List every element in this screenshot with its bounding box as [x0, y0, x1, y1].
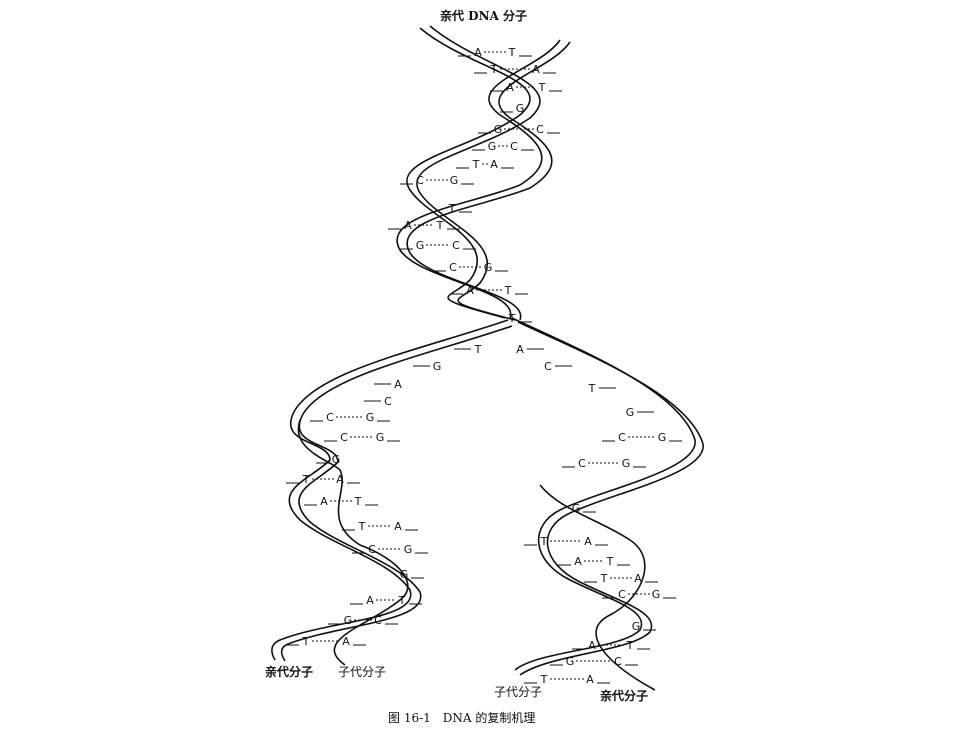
fork-left-pair-base-left: C	[340, 431, 348, 444]
parental-pair-base-right: A	[490, 158, 498, 171]
left-daughter-pair-base-left: A	[320, 495, 328, 508]
parental-pair-base-left: C	[416, 174, 424, 187]
fork-left-base: C	[384, 395, 392, 408]
parental-pair-base-left: T	[490, 63, 498, 76]
left-daughter-pair-base-right: A	[342, 635, 350, 648]
parental-pair-base-left: G	[416, 239, 425, 252]
right-daughter-pair-base-right: G	[572, 502, 581, 515]
right-daughter-pair-base-right: A	[584, 535, 592, 548]
left-daughter-pair-base-left: G	[332, 453, 341, 466]
left-daughter-pair-base-left: G	[344, 614, 353, 627]
parental-pair-base-right: T	[538, 81, 546, 94]
right-daughter-pair-base-left: T	[600, 572, 608, 585]
parental-pair-base-right: T	[436, 219, 444, 232]
parental-pair-base-right: T	[504, 284, 512, 297]
label-right-parent: 亲代分子	[600, 688, 648, 703]
left-daughter-pair-base-left: A	[366, 594, 374, 607]
left-daughter-pair-base-right: A	[336, 473, 344, 486]
parental-pair-base-left: A	[404, 219, 412, 232]
parental-pair-base-right: T	[508, 46, 516, 59]
parental-pair-base-left: G	[494, 123, 503, 136]
right-daughter-pair-base-right: A	[634, 572, 642, 585]
right-daughter-pair-base-right: C	[614, 655, 622, 668]
left-daughter-pair-base-left: T	[302, 473, 310, 486]
right-daughter-pair-base-left: G	[566, 655, 575, 668]
parental-strand-1b	[416, 25, 541, 321]
fork-right-pair-base-right: G	[658, 431, 667, 444]
parental-pair-base-left: C	[449, 261, 457, 274]
figure-caption: 图 16-1 DNA 的复制机理	[388, 710, 535, 725]
parental-helix	[396, 25, 571, 321]
right-daughter-pair-base-right: T	[626, 639, 634, 652]
parental-pair-base-right: T	[448, 202, 456, 215]
fork-right-base: A	[516, 343, 524, 356]
parental-pair-base-right: C	[452, 239, 460, 252]
left-daughter-pair-base-right: T	[398, 594, 406, 607]
left-old-strand	[271, 319, 509, 661]
parental-pair-base-right: A	[532, 63, 540, 76]
right-daughter-pair-base-right: G	[632, 620, 641, 633]
parental-pair-base-right: G	[450, 174, 459, 187]
label-right-daughter: 子代分子	[494, 685, 542, 699]
parental-pair-base-left: A	[466, 284, 474, 297]
right-daughter-pair-base-left: A	[588, 639, 596, 652]
parental-pair-base-left: A	[506, 81, 514, 94]
fork-left-base: A	[394, 378, 402, 391]
left-daughter-pair-base-left: T	[302, 635, 310, 648]
fork-right-base: T	[588, 382, 596, 395]
parental-pair-base-left: G	[516, 102, 525, 115]
right-daughter-pair-base-right: A	[586, 673, 594, 686]
fork-right-pair-base-right: G	[622, 457, 631, 470]
parental-pair-base-right: G	[484, 261, 493, 274]
fork-left-pair-base-right: G	[376, 431, 385, 444]
label-left-parent: 亲代分子	[265, 664, 313, 679]
left-daughter-pair-base-right: G	[400, 568, 409, 581]
left-daughter-pair-base-right: T	[354, 495, 362, 508]
right-daughter-pair-base-left: C	[618, 588, 626, 601]
left-old-strand-b	[280, 325, 513, 662]
parental-strand-1	[406, 27, 531, 319]
left-new-strand	[297, 419, 409, 666]
parental-pair-base-right: C	[536, 123, 544, 136]
left-daughter-helix	[271, 319, 513, 666]
fork-right-pair-base-left: C	[618, 431, 626, 444]
parental-pair-base-left: A	[474, 46, 482, 59]
left-daughter-pair-base-right: C	[374, 614, 382, 627]
right-daughter-helix	[511, 317, 704, 691]
fork-left-pair-base-right: G	[366, 411, 375, 424]
right-daughter-pair-base-left: T	[540, 673, 548, 686]
fork-left-base: T	[474, 343, 482, 356]
right-old-strand-b	[517, 321, 704, 676]
left-daughter-pair-base-right: A	[394, 520, 402, 533]
right-new-strand	[539, 484, 656, 691]
label-parent-dna: 亲代 DNA 分子	[440, 8, 527, 23]
right-old-strand	[511, 317, 696, 671]
parental-pair-base-right: C	[510, 140, 518, 153]
label-left-daughter: 子代分子	[338, 665, 386, 679]
parental-strand-2b	[406, 41, 571, 321]
left-daughter-pair-base-right: G	[404, 543, 413, 556]
right-daughter-pair-base-right: T	[606, 555, 614, 568]
left-daughter-pair-base-left: C	[368, 543, 376, 556]
fork-right-base: G	[626, 406, 635, 419]
fork-left-base: G	[433, 360, 442, 373]
fork-right-base: C	[544, 360, 552, 373]
right-daughter-pair-base-left: T	[540, 535, 548, 548]
right-daughter-pair-base-right: G	[652, 588, 661, 601]
left-daughter-pair-base-left: T	[358, 520, 366, 533]
fork-right-pair-base-left: C	[578, 457, 586, 470]
right-daughter-pair-base-left: A	[574, 555, 582, 568]
parental-pair-base-left: T	[472, 158, 480, 171]
parental-pair-base-left: G	[488, 140, 497, 153]
fork-left-pair-base-left: C	[326, 411, 334, 424]
parental-pair-base-right: T	[508, 312, 516, 325]
